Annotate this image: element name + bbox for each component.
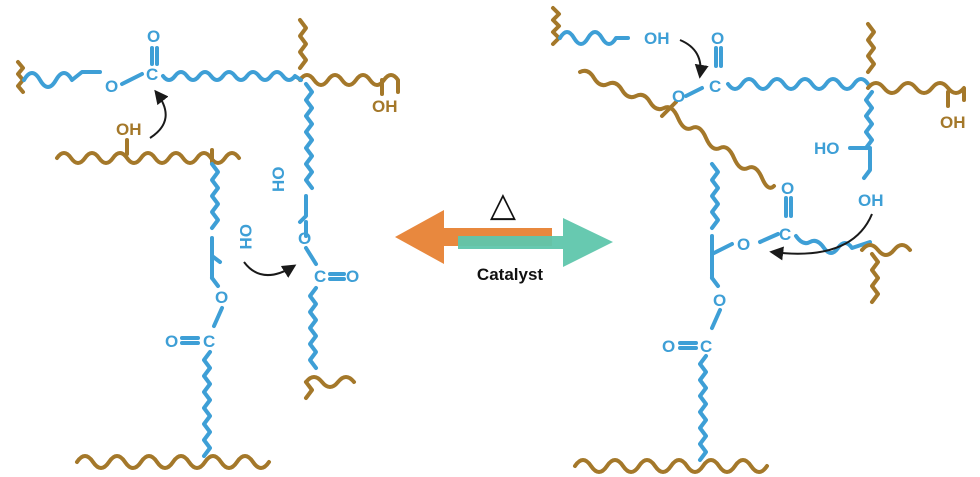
right-glycerol-center: [710, 234, 734, 280]
heat-symbol: △: [490, 185, 517, 225]
left-network: O O C OH OH HO OH O C O O O C: [16, 18, 400, 470]
catalyst-label: Catalyst: [477, 265, 543, 284]
left-ester-bottom-o-c: [212, 306, 224, 328]
left-oh-label-mid: OH: [116, 120, 142, 139]
left-acyl-chain-right: [308, 286, 318, 370]
equilibrium-arrows: △ Catalyst: [395, 185, 613, 284]
right-diag-o-branch: [660, 100, 678, 118]
right-attack-arrow-top: [679, 39, 709, 79]
right-crosslink-top: [866, 22, 876, 74]
right-top-acyl-chain: [726, 77, 870, 91]
right-glycerol-oh-down: [862, 148, 872, 180]
right-attack-arrow-mid: [769, 213, 873, 261]
left-acyl-chain-bottom: [202, 350, 212, 458]
right-ester-o-mid: O: [737, 235, 750, 254]
left-top-backbone-start: [16, 60, 25, 94]
left-bottom-backbone: [75, 454, 271, 470]
left-carbon-bottom: C: [203, 332, 215, 351]
left-acyl-chain-top: [161, 70, 303, 82]
right-glycerol-chain: [864, 90, 874, 150]
left-mid-backbone: [55, 151, 241, 165]
right-acyl-chain-mid: [794, 234, 872, 255]
left-crosslink-top: [298, 18, 308, 70]
right-carbonyl-o-mid: O: [781, 179, 794, 198]
forward-arrow: [458, 218, 613, 267]
left-top-ester-chain: [22, 70, 102, 89]
left-carbonyl-o-bottom: O: [165, 332, 178, 351]
reverse-arrow-overlap: [458, 228, 552, 236]
right-ester-bottom-o-c: [710, 308, 722, 330]
right-bottom-backbone: [573, 458, 769, 474]
left-ester-o-top: O: [105, 77, 118, 96]
right-acyl-chain-bottom: [698, 354, 708, 462]
left-oh-label-right: OH: [372, 97, 398, 116]
right-carbonyl-o-top: O: [711, 29, 724, 48]
right-diag-backbone: [578, 68, 776, 190]
right-ho-label: HO: [814, 139, 840, 158]
right-carbonyl-mid: [784, 196, 793, 218]
left-glyceride-down: [304, 82, 314, 190]
left-carbonyl-right: [328, 272, 346, 281]
right-top-o-c: [684, 86, 704, 98]
right-carbon-bottom: C: [700, 337, 712, 356]
right-ester-o-bottom: O: [713, 291, 726, 310]
left-mid-chain-down: [210, 162, 220, 230]
right-mid-backbone: [860, 243, 912, 257]
left-right-backbone-down: [304, 380, 314, 400]
left-carbonyl-bottom: [180, 336, 200, 345]
right-top-carbonyl: [714, 46, 723, 68]
right-oh-label-top: OH: [644, 29, 670, 48]
left-carbonyl-o-right: O: [346, 267, 359, 286]
left-ho-label-vertical: HO: [269, 167, 288, 193]
left-right-backbone: [304, 375, 356, 389]
left-ester-right-o-c: [304, 246, 318, 266]
right-main-chain-down: [710, 162, 720, 230]
right-carbonyl-bottom: [678, 341, 698, 350]
right-carbon-mid: C: [779, 225, 791, 244]
right-top-hydroxyl-chain: [558, 30, 630, 46]
left-carbon-top: C: [146, 65, 158, 84]
right-mid-backbone-down: [870, 252, 880, 304]
right-oh-label-right: OH: [940, 113, 966, 132]
right-glycerol-lower: [710, 276, 720, 288]
left-glycerol-ch: [210, 236, 222, 280]
right-ester-mid-o-c: [758, 232, 780, 244]
right-oh-label-mid: OH: [858, 191, 884, 210]
right-ester-o-top: O: [672, 87, 685, 106]
left-glycerol-2: [298, 194, 308, 224]
right-carbonyl-o-bottom: O: [662, 337, 675, 356]
right-network: OH O O C OH HO OH O C O O O C: [551, 6, 966, 474]
left-ester-o-bottom: O: [215, 288, 228, 307]
right-right-backbone: [866, 81, 966, 102]
right-carbon-top: C: [709, 77, 721, 96]
left-oh-label-vertical: OH: [236, 224, 255, 250]
left-ester-o-right: O: [298, 229, 311, 248]
left-attack-arrow-top: [149, 89, 169, 139]
left-glycerol-ch2-o: [210, 276, 220, 288]
left-carbonyl-o-top: O: [147, 27, 160, 46]
left-carbonyl-top: [150, 46, 159, 66]
left-carbon-right: C: [314, 267, 326, 286]
left-attack-arrow-right: [243, 261, 297, 278]
left-ester-bond-o-c: [120, 72, 144, 86]
